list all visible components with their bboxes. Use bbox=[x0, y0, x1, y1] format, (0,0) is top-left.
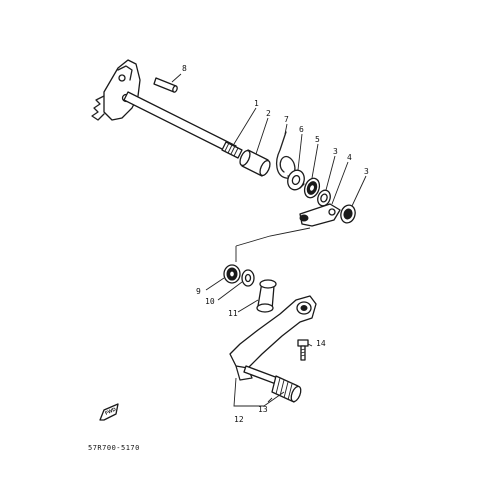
bearing[interactable] bbox=[223, 264, 241, 284]
washer-6[interactable] bbox=[285, 168, 307, 192]
callout-11: 11 bbox=[228, 309, 238, 318]
circlip-lower[interactable] bbox=[339, 203, 357, 224]
lower-leader-lines bbox=[205, 277, 313, 407]
callout-4: 4 bbox=[347, 153, 352, 162]
change-pedal[interactable] bbox=[229, 295, 317, 385]
rubber-foot-rest[interactable] bbox=[271, 375, 303, 403]
callout-9: 9 bbox=[196, 287, 201, 296]
callout-3-upper: 3 bbox=[333, 147, 338, 156]
callout-2: 2 bbox=[266, 109, 271, 118]
group-connector-line bbox=[235, 227, 311, 262]
bushing[interactable] bbox=[256, 279, 277, 313]
shift-shaft-assembly[interactable] bbox=[91, 59, 243, 159]
figure-code: 57R700-5170 bbox=[88, 444, 140, 452]
oil-seal[interactable] bbox=[302, 176, 322, 200]
callout-3-lower: 3 bbox=[364, 167, 369, 176]
pin[interactable] bbox=[153, 77, 178, 93]
washer-10[interactable] bbox=[241, 269, 255, 287]
shift-lever-arm[interactable] bbox=[299, 203, 341, 227]
callout-14: 14 bbox=[316, 339, 326, 348]
callout-12: 12 bbox=[234, 415, 244, 424]
callout-13: 13 bbox=[258, 405, 268, 414]
forward-direction-marker: FWD bbox=[99, 403, 119, 421]
bolt[interactable] bbox=[297, 339, 309, 361]
callout-5: 5 bbox=[315, 135, 320, 144]
forward-marker-label: FWD bbox=[104, 406, 117, 416]
upper-leader-lines bbox=[171, 73, 367, 207]
circlip-upper[interactable] bbox=[316, 188, 333, 207]
callout-6: 6 bbox=[299, 125, 304, 134]
callout-10: 10 bbox=[205, 297, 215, 306]
callout-8: 8 bbox=[182, 64, 187, 73]
callout-7: 7 bbox=[284, 115, 289, 124]
collar[interactable] bbox=[238, 149, 272, 177]
callout-1: 1 bbox=[254, 99, 259, 108]
